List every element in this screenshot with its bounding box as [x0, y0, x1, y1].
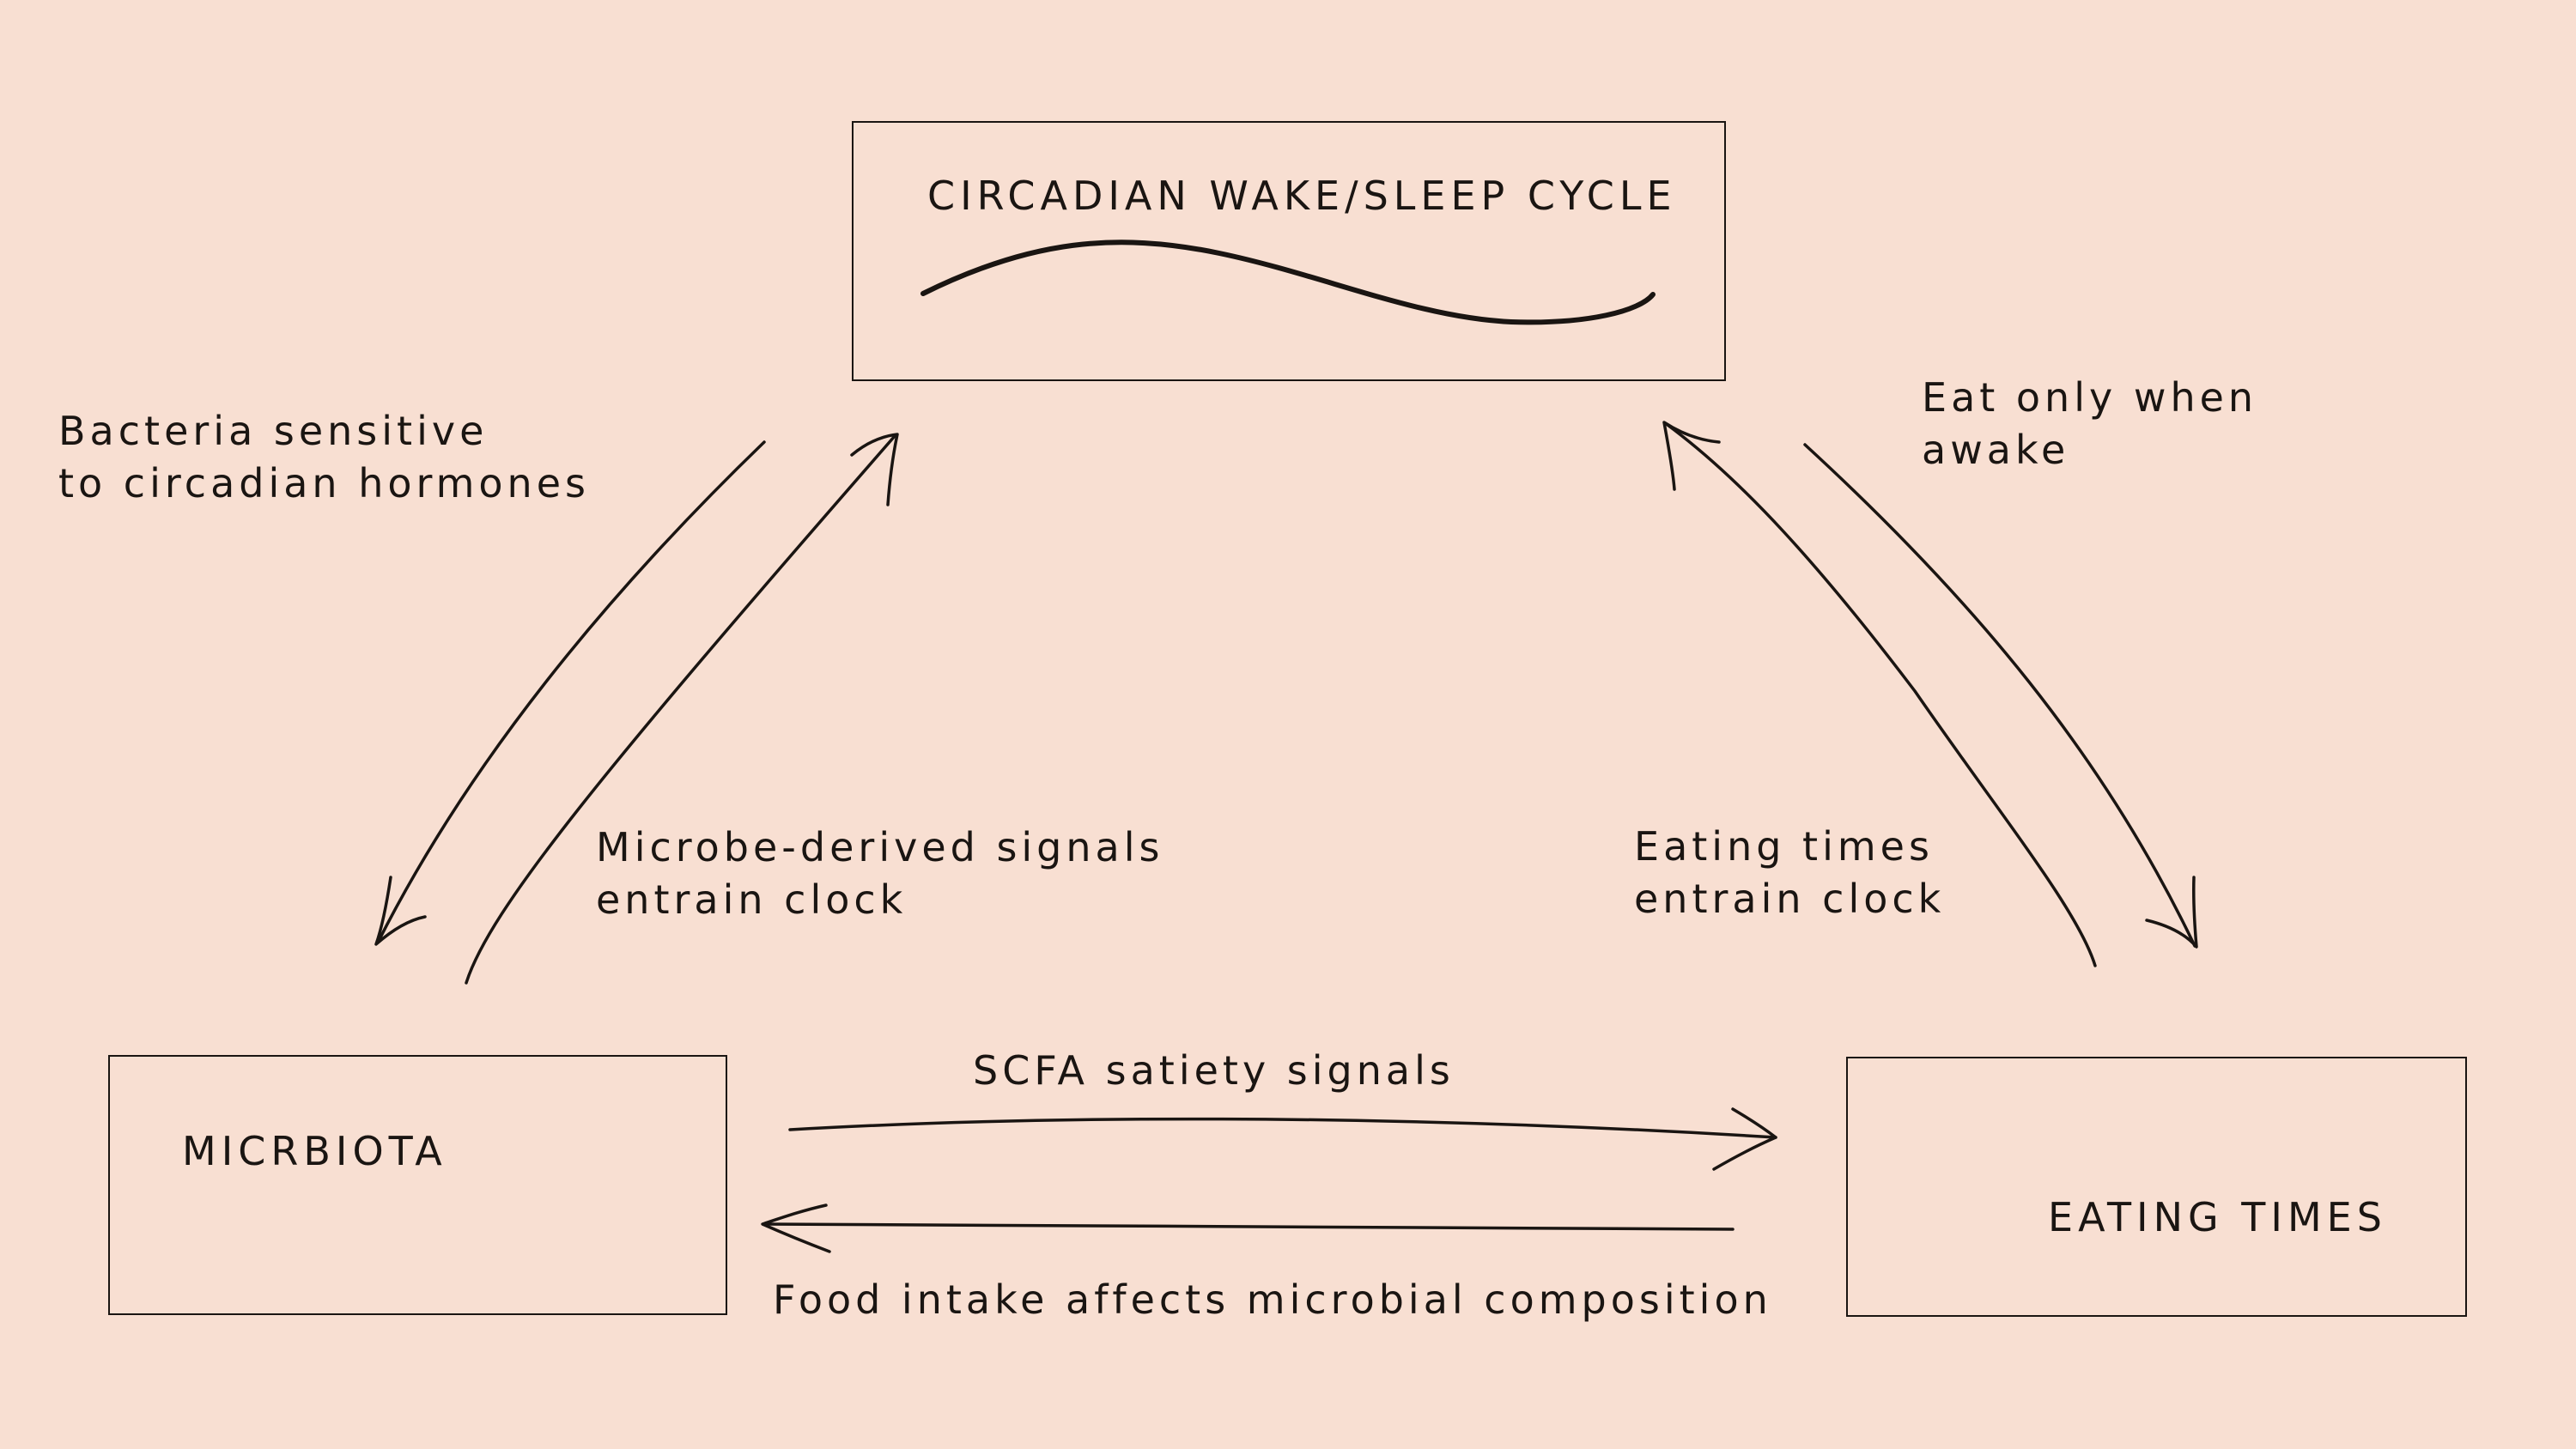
arrow-eating-to-circadian — [1666, 423, 2097, 967]
label-eating-to-circadian: Eating times entrain clock — [1634, 821, 1945, 925]
arrowhead-eating-to-microbiota — [761, 1203, 831, 1253]
arrow-eating-to-microbiota — [762, 1222, 1735, 1231]
label-line: Food intake affects microbial compositio… — [773, 1276, 1772, 1323]
circadian-cycle-title: CIRCADIAN WAKE/SLEEP CYCLE — [927, 173, 1677, 219]
label-microbiota-to-eating: SCFA satiety signals — [973, 1045, 1455, 1097]
label-line: entrain clock — [596, 876, 908, 923]
label-line: SCFA satiety signals — [973, 1047, 1455, 1094]
arrowhead-circadian-to-microbiota — [374, 876, 427, 946]
label-circadian-to-eating: Eat only when awake — [1922, 372, 2257, 476]
arrow-circadian-to-microbiota — [376, 440, 766, 944]
arrowhead-microbiota-to-eating — [1712, 1107, 1777, 1171]
label-line: awake — [1922, 427, 2070, 473]
arrow-microbiota-to-eating — [788, 1117, 1777, 1139]
circadian-cycle-node — [852, 121, 1726, 381]
arrowhead-circadian-to-eating — [2145, 876, 2198, 949]
sleep-wave-icon — [920, 239, 1656, 325]
microbiota-node — [108, 1055, 727, 1315]
label-line: Eating times — [1634, 823, 1934, 870]
label-eating-to-microbiota: Food intake affects microbial compositio… — [773, 1274, 1772, 1326]
eating-times-node — [1846, 1057, 2467, 1317]
label-line: to circadian hormones — [58, 460, 590, 506]
label-microbiota-to-circadian: Microbe-derived signals entrain clock — [596, 822, 1163, 926]
label-line: Bacteria sensitive — [58, 408, 489, 454]
label-line: entrain clock — [1634, 876, 1946, 922]
arrow-circadian-to-eating — [1803, 443, 2196, 948]
eating-times-title: EATING TIMES — [2048, 1194, 2387, 1240]
label-line: Eat only when — [1922, 374, 2258, 421]
arrow-microbiota-to-circadian — [465, 434, 896, 985]
microbiota-title: MICRBIOTA — [182, 1128, 447, 1174]
arrowhead-microbiota-to-circadian — [850, 433, 899, 506]
label-circadian-to-microbiota: Bacteria sensitive to circadian hormones — [58, 405, 590, 510]
label-line: Microbe-derived signals — [596, 824, 1164, 870]
arrowhead-eating-to-circadian — [1662, 421, 1721, 491]
